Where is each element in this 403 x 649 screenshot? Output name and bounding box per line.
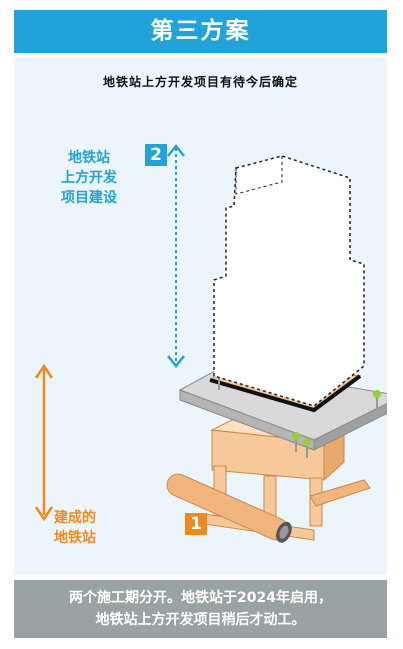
footer-caption: 两个施工期分开。地铁站于2024年启用， 地铁站上方开发项目稍后才动工。: [14, 580, 387, 638]
existing-station-label: 建成的 地铁站: [54, 510, 96, 546]
double-arrow-up-down-icon: [167, 143, 185, 369]
upper-development-label: 地铁站 上方开发 项目建设: [61, 150, 117, 206]
infographic-card: 第三方案 地铁站上方开发项目有待今后确定: [14, 10, 387, 638]
future-building-outline: [213, 155, 365, 407]
diagram-illustration: [34, 143, 387, 543]
phase-2-badge: 2: [145, 144, 167, 166]
phase-1-badge: 1: [185, 513, 207, 535]
header-title: 第三方案: [14, 10, 387, 53]
double-arrow-up-down-icon: [34, 363, 54, 522]
subtitle: 地铁站上方开发项目有待今后确定: [102, 75, 298, 89]
